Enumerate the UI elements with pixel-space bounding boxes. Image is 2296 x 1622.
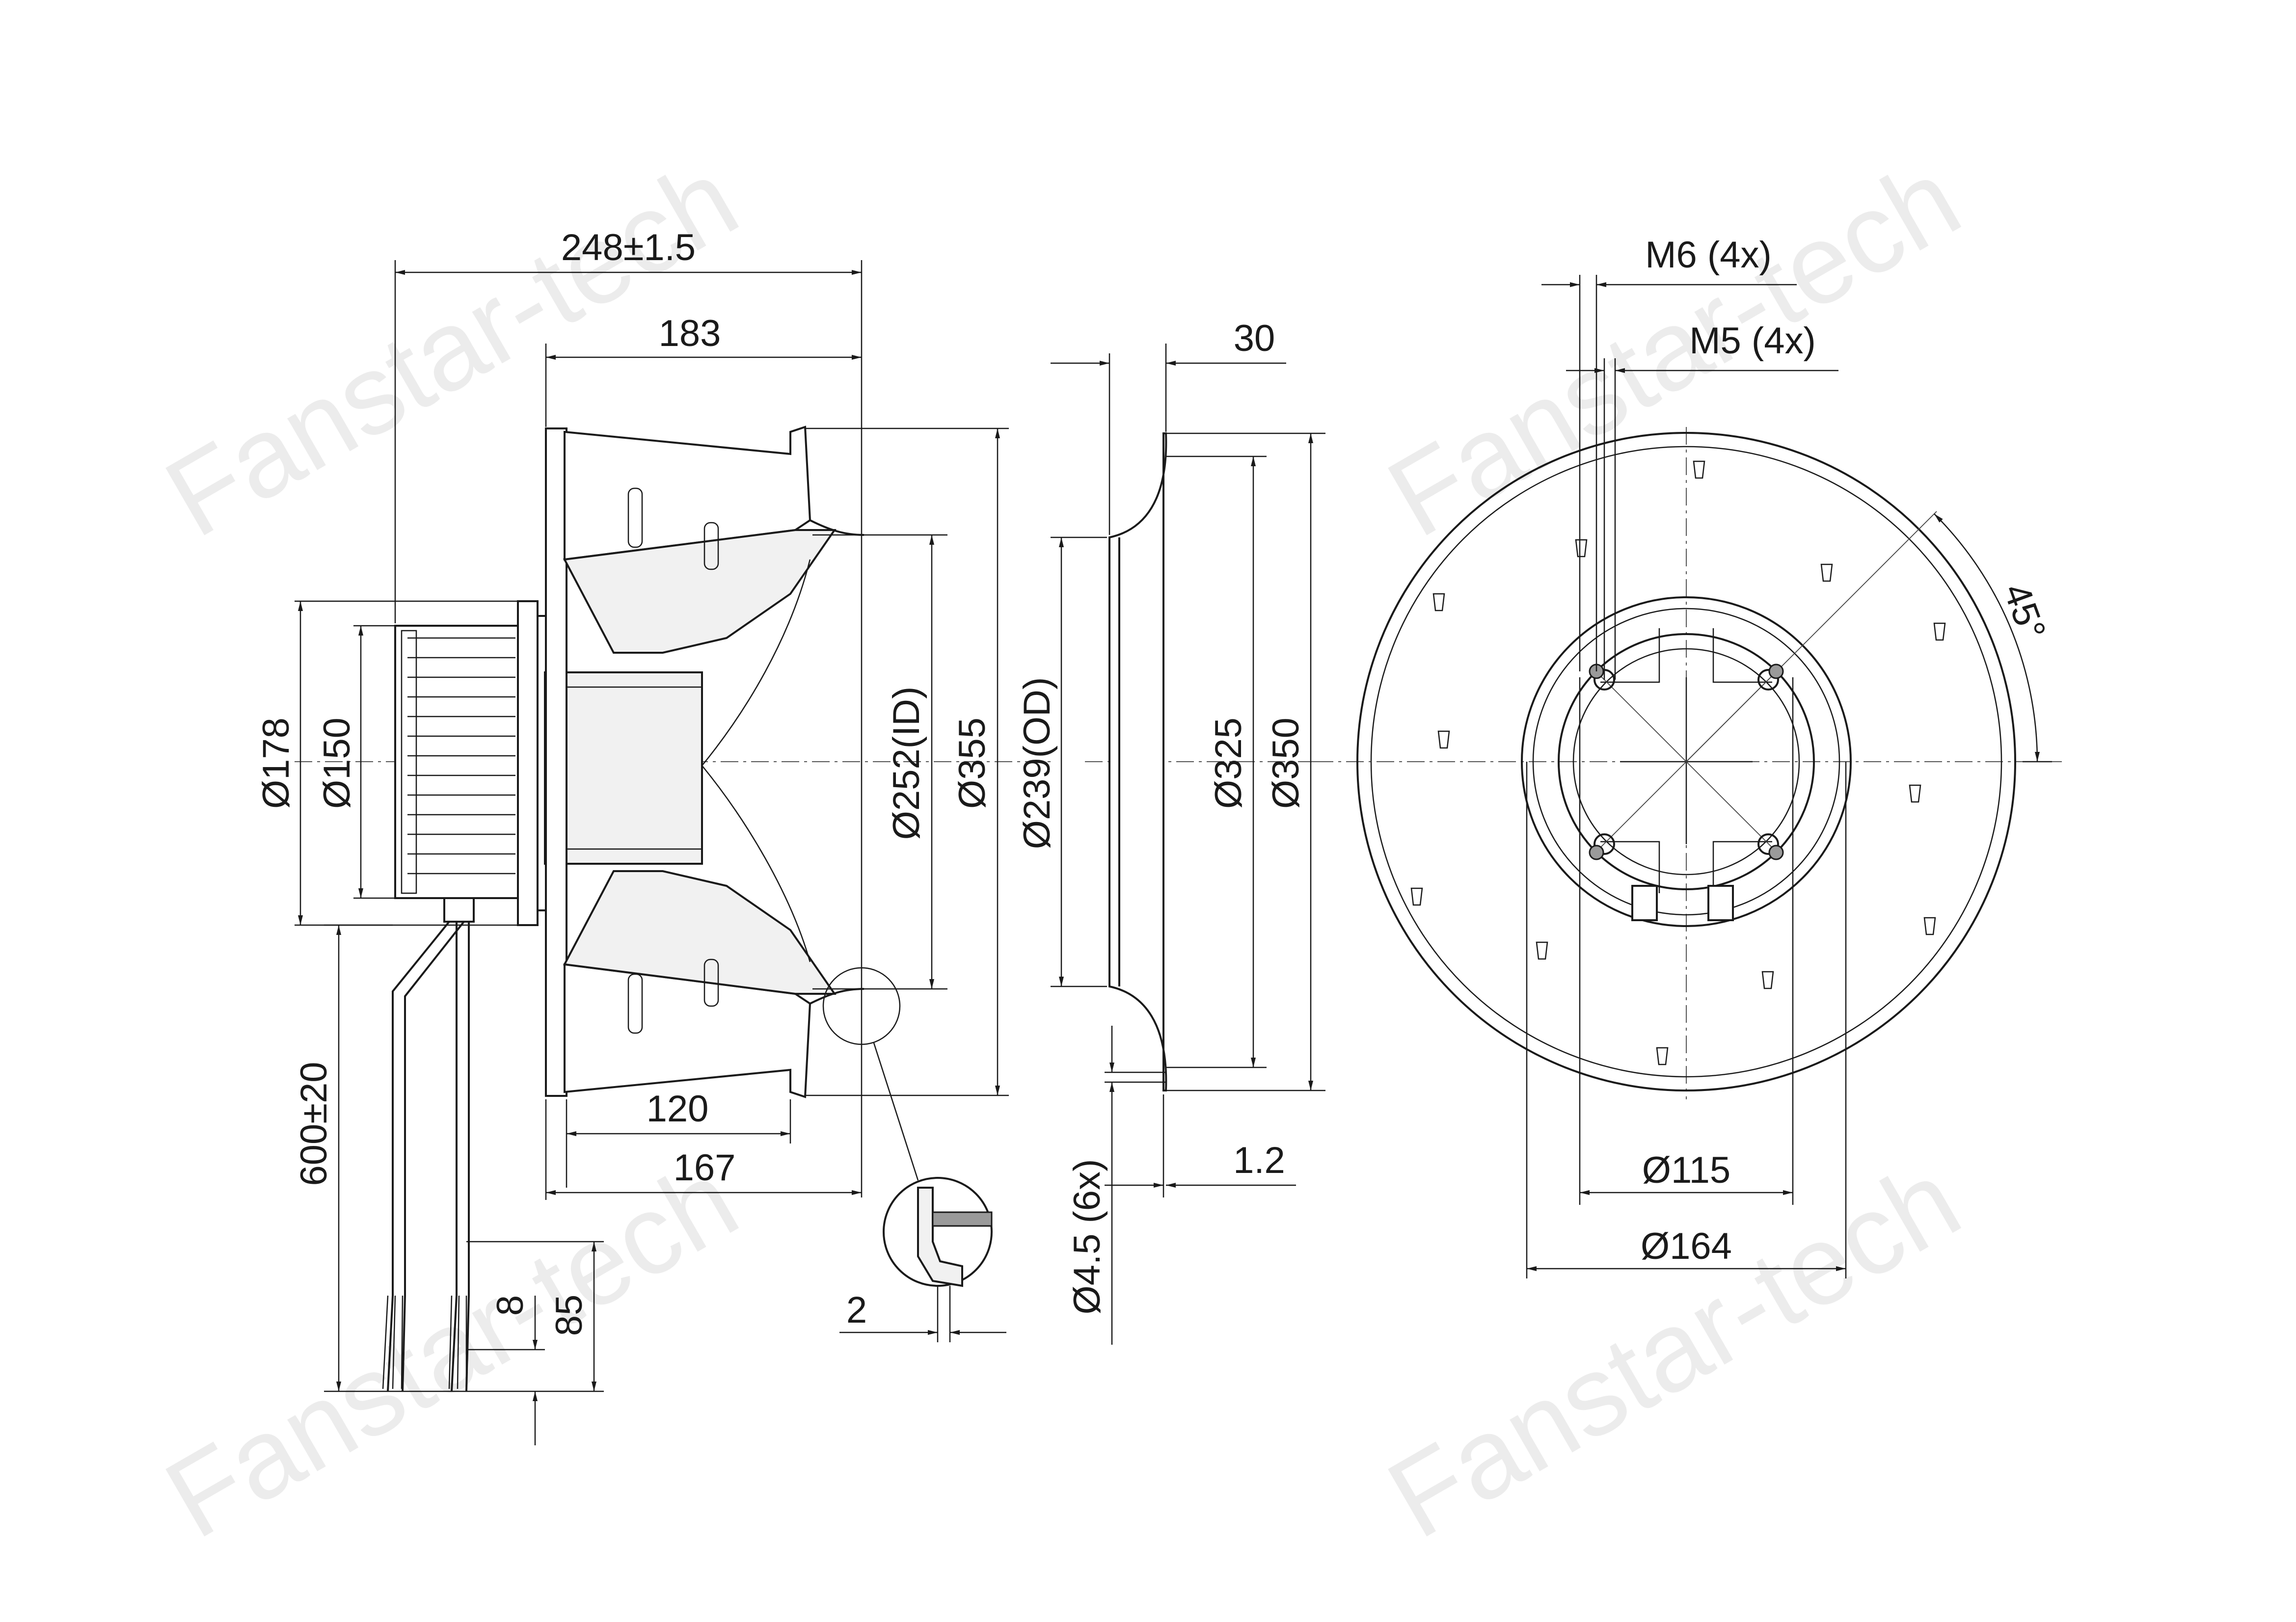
detail-flange [932, 1211, 993, 1227]
bolt-hole-m6-tr [1768, 664, 1784, 679]
dim-ring-30: 30 [1234, 318, 1275, 359]
dim-thread-m6: M6 (4x) [1645, 234, 1772, 276]
dim-holes-4-5: Ø4.5 (6x) [1066, 1159, 1108, 1315]
bolt-hole-m6-bl [1589, 845, 1604, 860]
dim-ring-1-2: 1.2 [1233, 1140, 1285, 1181]
front-clips [1410, 460, 1946, 1065]
cable-gland [443, 897, 475, 923]
dim-strip-85: 85 [548, 1295, 590, 1336]
bolt-hole-m6-br [1768, 845, 1784, 860]
dimension-lines [295, 260, 2052, 1445]
detail-view [883, 1177, 993, 1342]
cable-2b [465, 922, 470, 1392]
dim-dia-252-id: Ø252(ID) [886, 687, 927, 840]
dim-detail-2: 2 [846, 1289, 867, 1331]
watermark-4: Fanstar-tech [1368, 1136, 1980, 1562]
watermark-2: Fanstar-tech [1368, 134, 1980, 560]
front-hub [1558, 633, 1815, 890]
dim-dia-178: Ø178 [255, 718, 297, 809]
dim-length-183: 183 [659, 313, 721, 354]
dim-dia-355: Ø355 [951, 718, 993, 809]
dim-dia-164: Ø164 [1641, 1225, 1732, 1267]
dim-thread-m5: M5 (4x) [1689, 320, 1816, 362]
dim-dia-115: Ø115 [1642, 1149, 1730, 1191]
hub-ribs [1600, 628, 1772, 893]
impeller-top-blade [563, 529, 837, 654]
heatsink-fins [401, 630, 515, 894]
balance-clips [627, 487, 719, 1034]
front-hub-inner [1572, 648, 1800, 876]
front-gland-left [1631, 885, 1658, 921]
cable-2 [451, 922, 458, 1392]
bolt-hole-m5-tr [1757, 669, 1779, 691]
dim-overall-length: 248±1.5 [561, 227, 696, 268]
inlet-ring-view [1085, 432, 1325, 1091]
detail-section [917, 1187, 963, 1287]
dim-dia-325: Ø325 [1208, 718, 1249, 809]
front-outer-shroud [1356, 432, 2016, 1091]
wire-ends [382, 1295, 467, 1389]
dim-dia-150: Ø150 [316, 718, 358, 809]
front-shroud-inner [1370, 446, 2002, 1078]
inlet-ring [1108, 432, 1167, 1091]
impeller-bottom-blade [563, 870, 837, 995]
cable-1 [387, 921, 450, 1392]
dim-dia-350: Ø350 [1265, 718, 1307, 809]
mount-holes [1589, 664, 1784, 860]
dim-dia-239-od: Ø239(OD) [1016, 677, 1058, 850]
angle-ref-line [1686, 511, 1937, 762]
detail-leader [873, 1042, 919, 1181]
front-gland-right [1707, 885, 1734, 921]
cable-1b [402, 921, 465, 1392]
dim-strip-8: 8 [489, 1295, 531, 1316]
watermark-3: Fanstar-tech [145, 1136, 757, 1562]
bolt-hole-m5-br [1757, 833, 1779, 855]
dim-len-120: 120 [647, 1088, 709, 1130]
dim-len-167: 167 [674, 1147, 736, 1189]
dim-angle-45: 45° [1995, 578, 2053, 645]
dimension-labels: 248±1.5 183 Ø178 Ø150 Ø252(ID) Ø355 120 … [255, 227, 2054, 1336]
motor-heatsink [394, 625, 519, 899]
dim-cable-600: 600±20 [293, 1062, 335, 1186]
front-view [1316, 427, 2062, 1099]
front-inlet-ring-inner [1532, 608, 1840, 916]
side-view [295, 425, 1055, 1392]
motor-flange [517, 600, 539, 926]
motor-rotor [544, 671, 703, 865]
front-inlet-ring [1521, 596, 1852, 927]
impeller-mid-blade [702, 559, 811, 962]
impeller-backplate [545, 427, 567, 1097]
bolt-hole-m5-bl [1594, 833, 1615, 855]
